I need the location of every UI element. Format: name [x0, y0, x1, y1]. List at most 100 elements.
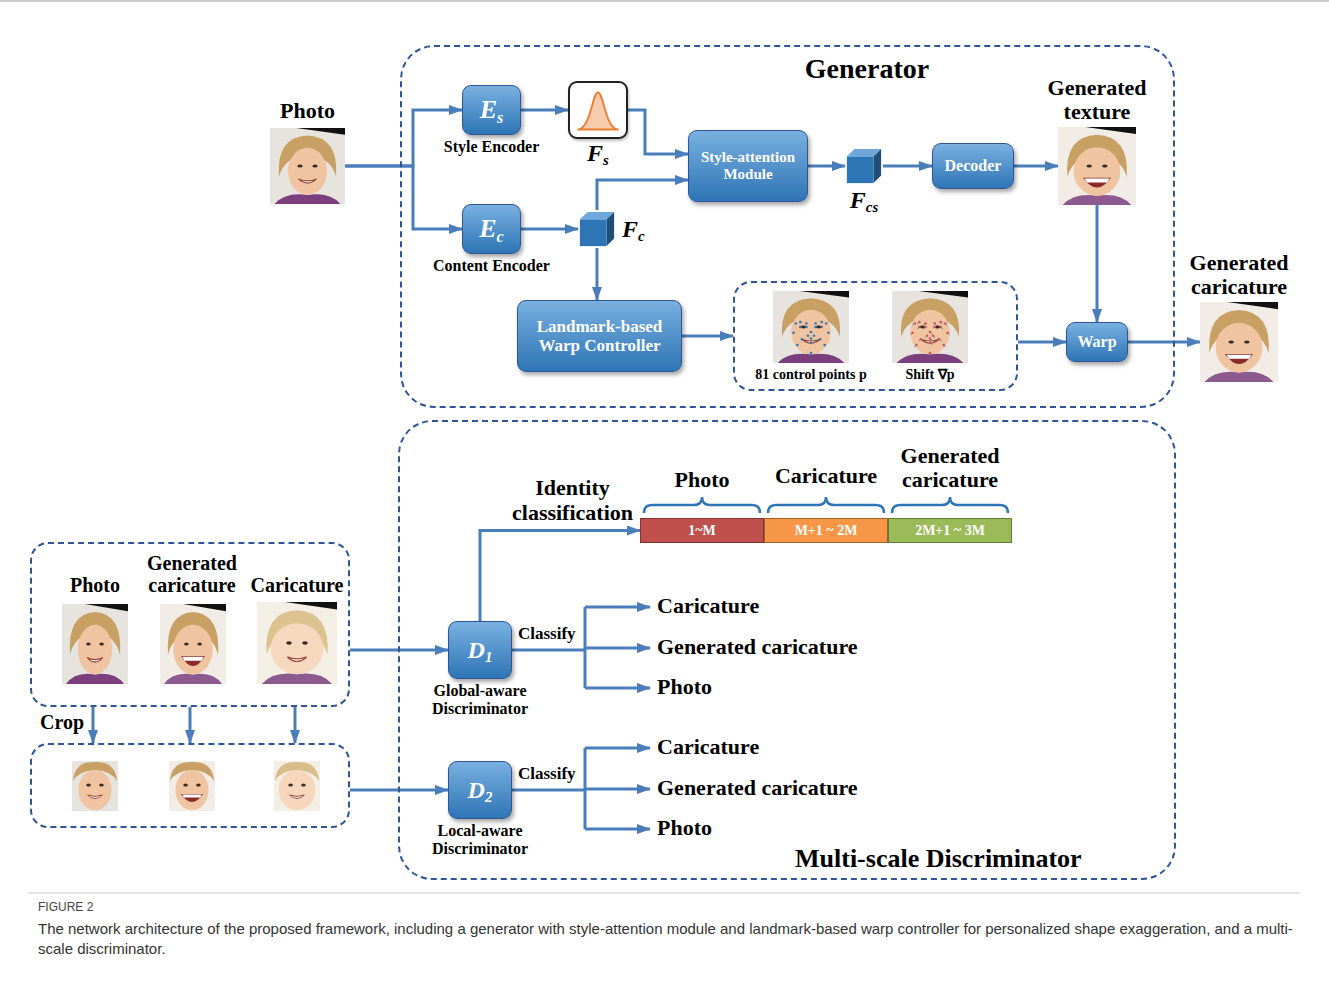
- crop-group: Crop: [30, 743, 350, 828]
- input-photo: Photo: [270, 128, 345, 204]
- identity-range: Photo1~M: [640, 518, 764, 543]
- node-text: 1~M: [641, 523, 763, 539]
- global-discriminator: D1Global-aware Discriminator: [448, 621, 512, 679]
- identity-range: Generated caricature2M+1 ~ 3M: [888, 518, 1012, 543]
- node-label: Local-aware Discriminator: [420, 822, 540, 858]
- node-text: Decoder: [933, 157, 1013, 175]
- connector: [92, 707, 95, 743]
- content-feature: Fc: [578, 210, 616, 248]
- connector: [294, 707, 297, 743]
- connector: [521, 109, 568, 112]
- top-rule: [0, 1, 1329, 2]
- subscript: cs: [866, 199, 878, 215]
- edge-label: Identity classification: [505, 476, 640, 525]
- node-label: Caricature: [775, 464, 877, 489]
- subscript: s: [497, 109, 503, 126]
- face-image: [773, 291, 849, 363]
- local-discriminator: D2Local-aware Discriminator: [448, 761, 512, 819]
- connector: [628, 110, 688, 154]
- node-text: D2: [449, 777, 511, 804]
- node-text: Ec: [463, 214, 520, 243]
- face-image: [1200, 302, 1278, 382]
- subscript: 2: [485, 789, 492, 805]
- connector: [521, 228, 578, 231]
- node-text: Warp: [1067, 333, 1127, 351]
- warp-controller: Landmark-based Warp Controller: [517, 300, 682, 372]
- node-label: Content Encoder: [433, 257, 550, 275]
- node-label: Photo: [675, 468, 730, 493]
- face-image: [1058, 127, 1136, 205]
- node-label: Crop: [40, 711, 84, 733]
- connector: [480, 531, 640, 622]
- node-label: Multi-scale Discriminator: [795, 844, 1082, 873]
- face-image: [274, 761, 320, 811]
- feature-cube: [578, 210, 616, 248]
- node-label: Generated texture: [1041, 76, 1153, 125]
- node-label: 81 control points p: [741, 367, 881, 383]
- identity-range: CaricatureM+1 ~ 2M: [764, 518, 888, 543]
- node-label: Generator: [792, 53, 942, 84]
- generated-caricature: Generated caricature: [1200, 302, 1278, 382]
- figure-number: FIGURE 2: [38, 901, 93, 914]
- connector: [1014, 165, 1058, 168]
- face-image: [160, 604, 226, 684]
- node-label: Generated caricature: [137, 552, 247, 597]
- connector: [808, 165, 845, 168]
- output-label: Generated caricature: [657, 776, 858, 801]
- subscript: c: [497, 228, 504, 245]
- connector: [1128, 341, 1200, 344]
- range-braces: [644, 497, 1008, 513]
- node-text: Landmark-based Warp Controller: [518, 317, 681, 355]
- control-points-group: 81 control points pShift ∇p: [733, 281, 1018, 391]
- gaussian-icon: [570, 83, 626, 137]
- node-label: Generated caricature: [1182, 251, 1297, 300]
- style-attention-module: Style-attention Module: [688, 130, 808, 202]
- node-label: Shift ∇p: [880, 367, 980, 383]
- node-text: Style-attention Module: [689, 149, 807, 183]
- generated-texture: Generated texture: [1058, 127, 1136, 205]
- connector: [189, 707, 192, 743]
- generator-region: GeneratorEsStyle EncoderEcContent Encode…: [400, 45, 1175, 408]
- connector: [1096, 205, 1099, 322]
- node-label: Photo: [280, 99, 335, 124]
- face-image: [892, 291, 968, 363]
- face-image: [72, 761, 118, 811]
- connector: [883, 165, 932, 168]
- face-image: [62, 604, 128, 684]
- node-text: M+1 ~ 2M: [765, 523, 887, 539]
- node-label: Fc: [622, 216, 645, 243]
- connector: [682, 335, 733, 338]
- warp: Warp: [1066, 322, 1128, 362]
- node-label: Global-aware Discriminator: [420, 682, 540, 718]
- face-image: [257, 602, 337, 684]
- input-group: PhotoGenerated caricatureCaricature: [30, 542, 350, 707]
- node-label: Caricature: [242, 574, 352, 596]
- style-feature: Fs: [568, 81, 628, 139]
- connector: [596, 248, 599, 300]
- node-label: Generated caricature: [885, 444, 1015, 493]
- node-label: Style Encoder: [444, 138, 540, 156]
- output-label: Classify: [518, 624, 576, 643]
- figure-caption: The network architecture of the proposed…: [38, 919, 1298, 960]
- caption-rule: [28, 893, 1300, 894]
- decoder: Decoder: [932, 143, 1014, 189]
- output-label: Caricature: [657, 735, 759, 760]
- node-label: Fs: [587, 140, 609, 167]
- connector: [597, 180, 688, 210]
- node-text: 2M+1 ~ 3M: [889, 523, 1011, 539]
- connector: [1018, 341, 1066, 344]
- style-encoder: EsStyle Encoder: [462, 85, 521, 135]
- subscript: 1: [485, 649, 492, 665]
- output-label: Classify: [518, 764, 576, 783]
- output-label: Generated caricature: [657, 635, 858, 660]
- node-text: D1: [449, 637, 511, 664]
- node-text: Es: [463, 95, 520, 124]
- connector: [345, 166, 462, 229]
- output-label: Caricature: [657, 594, 759, 619]
- node-label: Photo: [55, 574, 135, 596]
- classify-branches: [512, 607, 650, 829]
- face-image: [169, 761, 215, 811]
- node-label: Fcs: [850, 187, 878, 214]
- content-encoder: EcContent Encoder: [462, 204, 521, 254]
